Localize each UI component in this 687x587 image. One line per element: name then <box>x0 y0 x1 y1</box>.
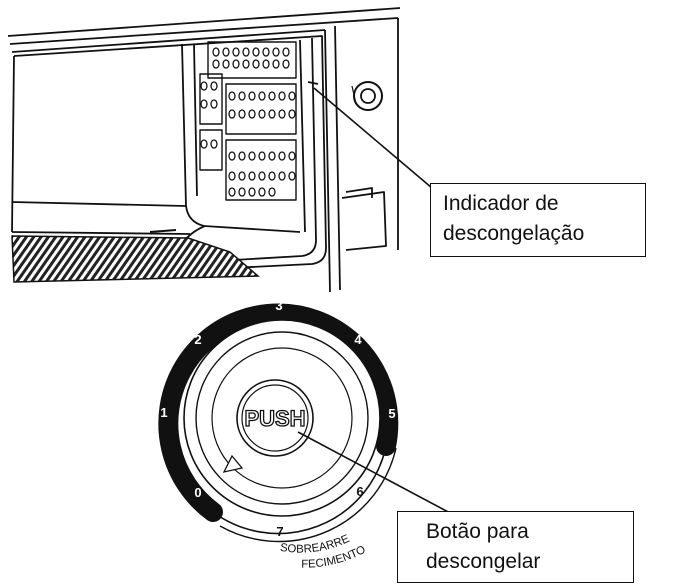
dial-scale-arc <box>158 303 399 522</box>
vent-hole <box>258 151 266 161</box>
callout-defrost-indicator-line2: descongelação <box>443 222 585 245</box>
vent-hole <box>228 151 236 161</box>
vent-hole <box>288 109 296 119</box>
vent-hole <box>242 59 250 69</box>
vent-hole <box>200 139 208 149</box>
vent-hole <box>248 171 256 181</box>
vent-hole <box>222 47 230 57</box>
vent-hole <box>252 59 260 69</box>
vent-hole <box>210 81 218 91</box>
callout-defrost-button-line1: Botão para <box>426 520 529 543</box>
vent-hole <box>268 91 276 101</box>
vent-hole <box>278 109 286 119</box>
vent-hole <box>258 187 266 197</box>
vent-hole <box>268 171 276 181</box>
vent-hole <box>288 171 296 181</box>
vent-hole <box>210 99 218 109</box>
vent-hole <box>248 91 256 101</box>
vent-hole <box>238 171 246 181</box>
leader-line-defrost-button <box>297 431 453 515</box>
vent-hole <box>232 47 240 57</box>
vent-hole <box>268 151 276 161</box>
vent-hole <box>242 47 250 57</box>
dial-pointer-icon <box>222 454 244 473</box>
vent-hole <box>238 109 246 119</box>
vent-hole <box>210 139 218 149</box>
vent-hole <box>258 91 266 101</box>
vent-hole <box>258 109 266 119</box>
vent-hole <box>272 59 280 69</box>
vent-hole <box>248 109 256 119</box>
dial-number-6: 6 <box>356 484 363 499</box>
thermostat-knob <box>353 81 383 111</box>
vent-hole <box>228 187 236 197</box>
dial-number-5: 5 <box>388 406 395 421</box>
vent-hole <box>278 91 286 101</box>
freezer-illustration <box>7 7 401 293</box>
vent-hole <box>268 109 276 119</box>
vent-hole <box>200 99 208 109</box>
vent-hole <box>238 91 246 101</box>
vent-hole <box>288 151 296 161</box>
dial-number-0: 0 <box>194 485 201 500</box>
freezer-lid-edge <box>7 7 401 37</box>
vent-hole <box>212 47 220 57</box>
vent-hole <box>248 151 256 161</box>
leader-line-defrost-indicator <box>313 87 433 189</box>
vent-hole <box>288 91 296 101</box>
floor-grille <box>11 235 260 283</box>
vent-hole <box>232 59 240 69</box>
callout-defrost-button: Botão para descongelar <box>397 511 634 583</box>
dial-number-3: 3 <box>275 298 282 313</box>
dial-number-2: 2 <box>194 332 201 347</box>
vent-hole <box>278 171 286 181</box>
vent-hole <box>228 109 236 119</box>
vent-hole <box>248 187 256 197</box>
vent-hole <box>252 47 260 57</box>
vent-hole <box>268 187 276 197</box>
vent-holes <box>200 47 296 197</box>
vent-hole <box>212 59 220 69</box>
callout-defrost-indicator-line1: Indicador de <box>443 192 559 215</box>
vent-hole <box>278 151 286 161</box>
vent-hole <box>222 59 230 69</box>
cabinet-right-side <box>324 29 331 293</box>
vent-hole <box>262 59 270 69</box>
vent-hole <box>258 171 266 181</box>
vent-hole <box>262 47 270 57</box>
vent-hole <box>200 81 208 91</box>
defrost-dial <box>158 303 399 543</box>
dial-number-1: 1 <box>160 405 167 420</box>
inner-compartment <box>13 35 327 271</box>
vent-hole <box>272 47 280 57</box>
push-button-label: PUSH <box>244 406 305 431</box>
vent-hole <box>228 91 236 101</box>
vent-hole <box>238 151 246 161</box>
dial-number-4: 4 <box>354 332 362 347</box>
defrost-indicator-slot <box>307 81 319 85</box>
vent-hole <box>282 59 290 69</box>
callout-defrost-button-line2: descongelar <box>426 550 541 573</box>
push-button[interactable] <box>236 379 314 457</box>
callout-defrost-indicator: Indicador de descongelação <box>430 183 646 257</box>
vent-hole <box>228 171 236 181</box>
vent-hole <box>238 187 246 197</box>
vent-hole <box>282 47 290 57</box>
dial-number-7: 7 <box>276 524 283 539</box>
